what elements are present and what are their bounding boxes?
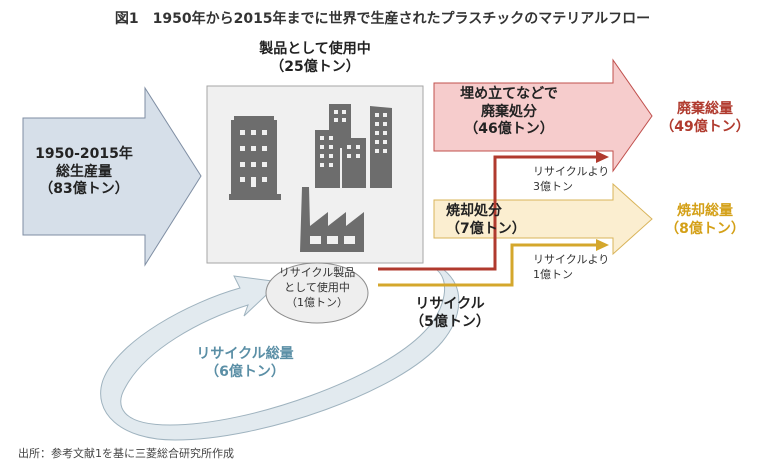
recycled-in-use-name-1: リサイクル製品	[278, 266, 356, 279]
landfill-arrow	[433, 58, 653, 173]
production-name: 総生産量	[56, 163, 112, 180]
landfill-name-1: 埋め立てなどで	[460, 86, 558, 102]
recycle-to-incineration-value: 1億トン	[533, 268, 573, 282]
recycle-to-landfill-label: リサイクルより 3億トン	[533, 164, 609, 195]
recycled-in-use-label: リサイクル製品 として使用中 （1億トン）	[266, 266, 368, 311]
figure-title: 図1 1950年から2015年までに世界で生産されたプラスチックのマテリアルフロ…	[114, 11, 651, 27]
city-buildings-icon	[315, 104, 392, 188]
incineration-total-label: 焼却総量 （8億トン）	[655, 203, 755, 238]
production-period: 1950-2015年	[35, 146, 133, 162]
recycle-total-value: （6億トン）	[205, 363, 285, 380]
production-label: 1950-2015年 総生産量 （83億トン）	[23, 146, 145, 199]
recycle-to-landfill-line	[378, 155, 598, 271]
factory-icon	[300, 187, 364, 252]
landfill-name-2: 廃棄処分	[481, 103, 537, 120]
landfill-label: 埋め立てなどで 廃棄処分 （46億トン）	[434, 86, 584, 139]
landfill-total-name: 廃棄総量	[677, 101, 733, 117]
production-value: （83億トン）	[39, 181, 129, 197]
incineration-arrow	[433, 182, 653, 256]
incineration-value: （7億トン）	[446, 220, 526, 237]
office-building-icon	[229, 116, 281, 200]
recycled-in-use-value: （1億トン）	[286, 295, 348, 309]
recycled-in-use-name-2: として使用中	[284, 280, 350, 294]
recycle-to-landfill-value: 3億トン	[533, 180, 573, 194]
in-use-name: 製品として使用中	[259, 41, 371, 57]
recycle-total-label: リサイクル総量 （6億トン）	[180, 346, 310, 381]
recycled-in-use-ellipse	[265, 262, 369, 324]
landfill-total-label: 廃棄総量 （49億トン）	[655, 101, 755, 136]
source-note: 出所：参考文献1を基に三菱総合研究所作成	[18, 447, 234, 460]
in-use-value: （25億トン）	[270, 58, 360, 75]
incineration-total-value: （8億トン）	[665, 220, 745, 237]
recycle-to-incineration-arrowhead	[596, 239, 609, 251]
recycle-loop-arrow	[100, 267, 460, 441]
landfill-value: （46億トン）	[464, 121, 554, 137]
recycle-name: リサイクル	[415, 296, 485, 312]
in-use-label: 製品として使用中 （25億トン）	[207, 41, 423, 76]
recycle-to-incineration-label: リサイクルより 1億トン	[533, 252, 609, 283]
incineration-label: 焼却処分 （7億トン）	[446, 203, 526, 238]
landfill-total-value: （49億トン）	[660, 118, 750, 135]
incineration-total-name: 焼却総量	[677, 203, 733, 219]
recycle-to-landfill-text: リサイクルより	[533, 165, 610, 178]
incineration-name: 焼却処分	[446, 203, 502, 219]
recycle-to-incineration-text: リサイクルより	[533, 253, 610, 266]
recycle-value: （5億トン）	[410, 313, 490, 330]
recycle-to-incineration-line	[378, 243, 598, 287]
recycle-to-landfill-arrowhead	[596, 151, 609, 163]
recycle-label: リサイクル （5億トン）	[400, 296, 500, 331]
production-arrow	[22, 86, 202, 267]
recycle-total-name: リサイクル総量	[196, 346, 294, 362]
